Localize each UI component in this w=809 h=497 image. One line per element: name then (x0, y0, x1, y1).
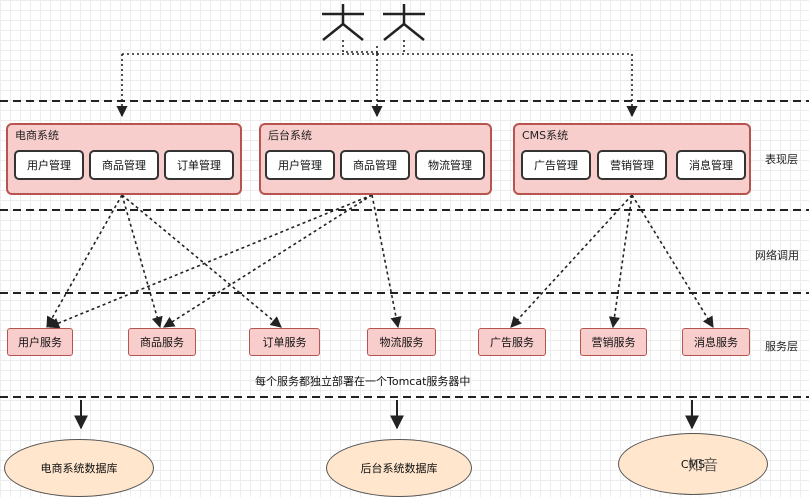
system-cms: CMS系统 广告管理 营销管理 消息管理 (513, 123, 751, 195)
layer-label-network: 网络调用 (755, 249, 799, 262)
user-figure-right (383, 4, 425, 41)
deployment-note: 每个服务都独立部署在一个Tomcat服务器中 (255, 375, 471, 388)
watermark-text: 知音 (688, 456, 719, 474)
module-product-management: 商品管理 (340, 150, 410, 180)
module-order-management: 订单管理 (164, 150, 234, 180)
system-title: 电商系统 (15, 129, 59, 142)
service-ad: 广告服务 (478, 328, 546, 356)
database-ecommerce: 电商系统数据库 (4, 439, 154, 497)
db-connectors (74, 400, 699, 430)
module-marketing-management: 营销管理 (597, 150, 667, 180)
service-user: 用户服务 (7, 328, 73, 356)
layer-label-service: 服务层 (765, 340, 798, 353)
layer-label-presentation: 表现层 (765, 153, 798, 166)
module-ad-management: 广告管理 (521, 150, 591, 180)
module-user-management: 用户管理 (14, 150, 84, 180)
module-message-management: 消息管理 (676, 150, 746, 180)
layer-dividers (0, 100, 809, 398)
service-message: 消息服务 (682, 328, 750, 356)
database-backend: 后台系统数据库 (326, 439, 472, 497)
service-marketing: 营销服务 (580, 328, 647, 356)
service-order: 订单服务 (249, 328, 320, 356)
system-title: CMS系统 (522, 129, 569, 142)
service-product: 商品服务 (128, 328, 196, 356)
system-title: 后台系统 (268, 129, 312, 142)
module-product-management: 商品管理 (89, 150, 159, 180)
system-ecommerce: 电商系统 用户管理 商品管理 订单管理 (6, 123, 242, 195)
network-connectors (46, 194, 714, 329)
user-connectors (116, 40, 638, 118)
service-logistics: 物流服务 (367, 328, 436, 356)
module-user-management: 用户管理 (265, 150, 335, 180)
module-logistics-management: 物流管理 (415, 150, 485, 180)
system-backend: 后台系统 用户管理 商品管理 物流管理 (259, 123, 492, 195)
user-figure-left (322, 4, 364, 41)
